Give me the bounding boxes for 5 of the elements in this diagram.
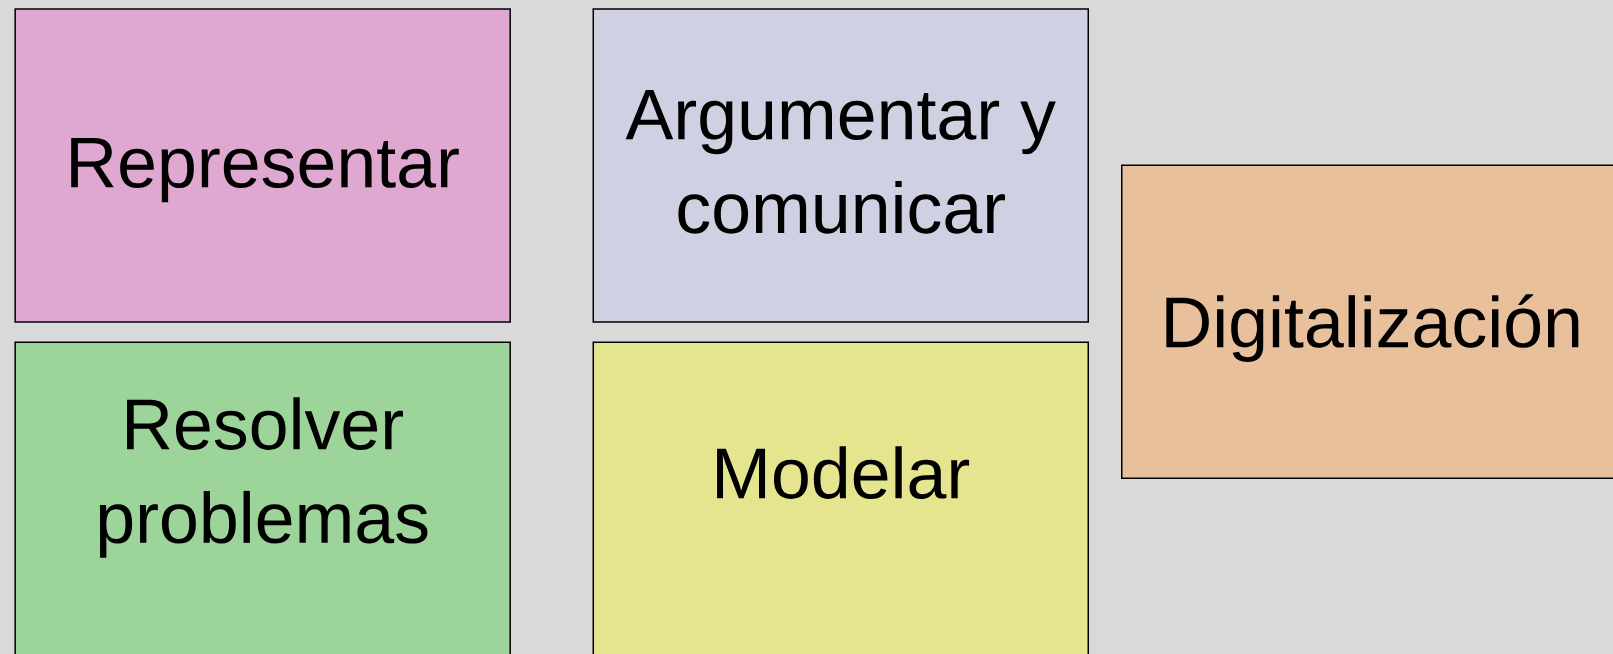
- category-box: Resolver problemas: [14, 341, 511, 654]
- category-box: Modelar: [592, 341, 1089, 654]
- category-box: Representar: [14, 8, 511, 323]
- category-box: Digitalización: [1121, 164, 1613, 480]
- category-box: Argumentar y comunicar: [592, 8, 1089, 323]
